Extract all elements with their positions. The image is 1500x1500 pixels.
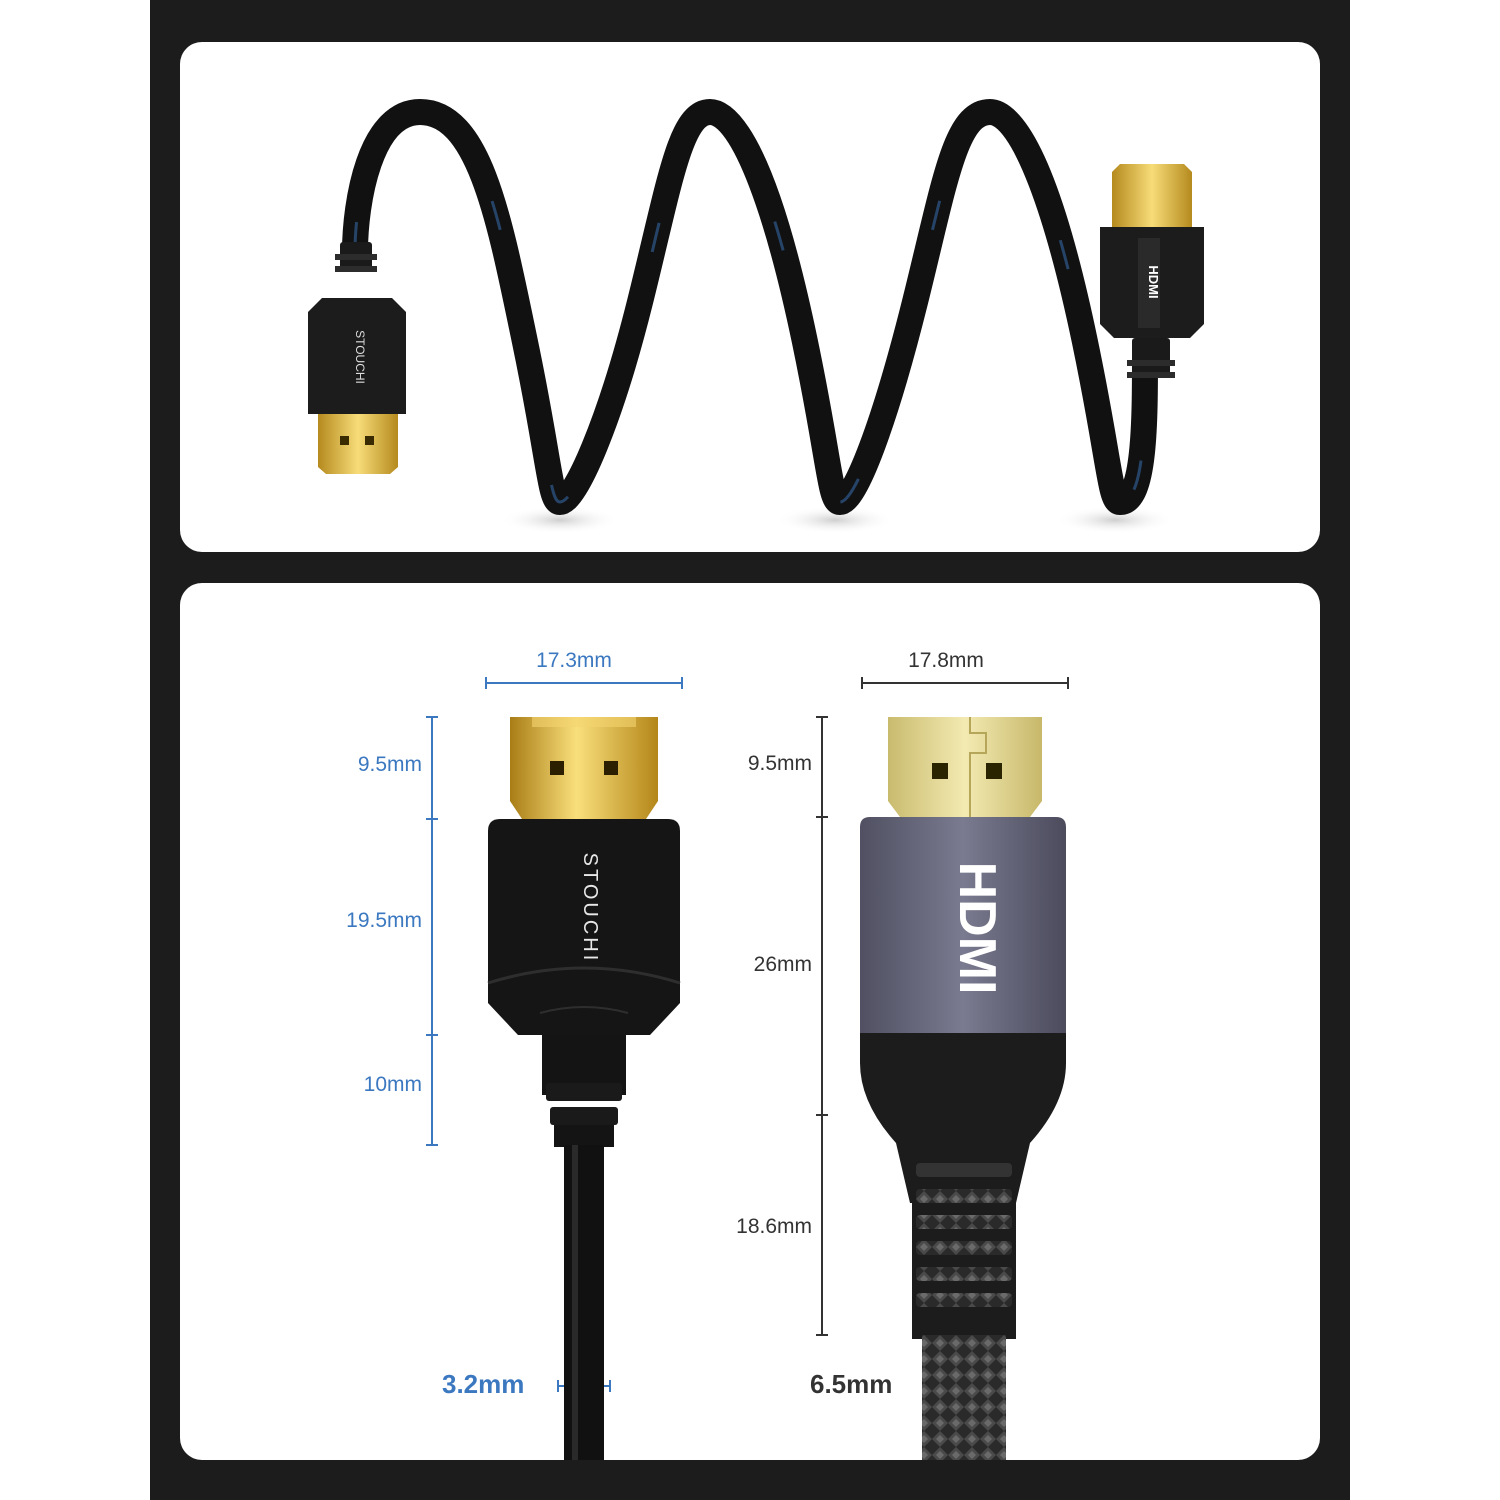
left-width-label: 17.3mm xyxy=(536,649,612,672)
left-connector: STOUCHI xyxy=(487,717,681,1460)
right-tip-length-label: 9.5mm xyxy=(747,752,812,775)
right-shell-length-label: 26mm xyxy=(753,953,812,976)
top-left-brand-label: STOUCHI xyxy=(353,330,367,384)
right-gold-tip xyxy=(888,717,1042,817)
coiled-cable-panel: STOUCHI HDMI xyxy=(180,42,1320,552)
right-cable-diameter-label: 6.5mm xyxy=(810,1369,893,1399)
right-hdmi-logo: HDMI xyxy=(948,862,1006,995)
right-strain-relief-label: 18.6mm xyxy=(736,1215,812,1238)
cable-coil xyxy=(342,98,1158,516)
coiled-cable-illustration: STOUCHI HDMI xyxy=(308,98,1204,534)
left-tip-length-label: 9.5mm xyxy=(357,753,422,776)
left-brand-label: STOUCHI xyxy=(579,853,601,964)
left-black-shell xyxy=(488,819,680,1035)
left-strain-relief-label: 10mm xyxy=(363,1073,422,1096)
dimension-drawing: STOUCHI HDMI xyxy=(426,677,1069,1460)
left-thin-cable xyxy=(564,1145,604,1460)
right-gray-shell xyxy=(860,817,1066,1033)
right-braided-cable xyxy=(922,1335,1006,1460)
dimension-panel: STOUCHI HDMI 17.3mm 9. xyxy=(180,583,1320,1460)
left-cable-diameter-label: 3.2mm xyxy=(442,1369,525,1399)
right-width-label: 17.8mm xyxy=(908,649,984,672)
right-connector: HDMI xyxy=(860,717,1066,1460)
top-right-gold-tip xyxy=(1112,164,1192,227)
left-shell-length-label: 19.5mm xyxy=(346,909,422,932)
top-left-gold-tip xyxy=(318,414,398,474)
top-right-hdmi-logo: HDMI xyxy=(1146,265,1161,298)
left-gold-tip xyxy=(510,717,658,819)
